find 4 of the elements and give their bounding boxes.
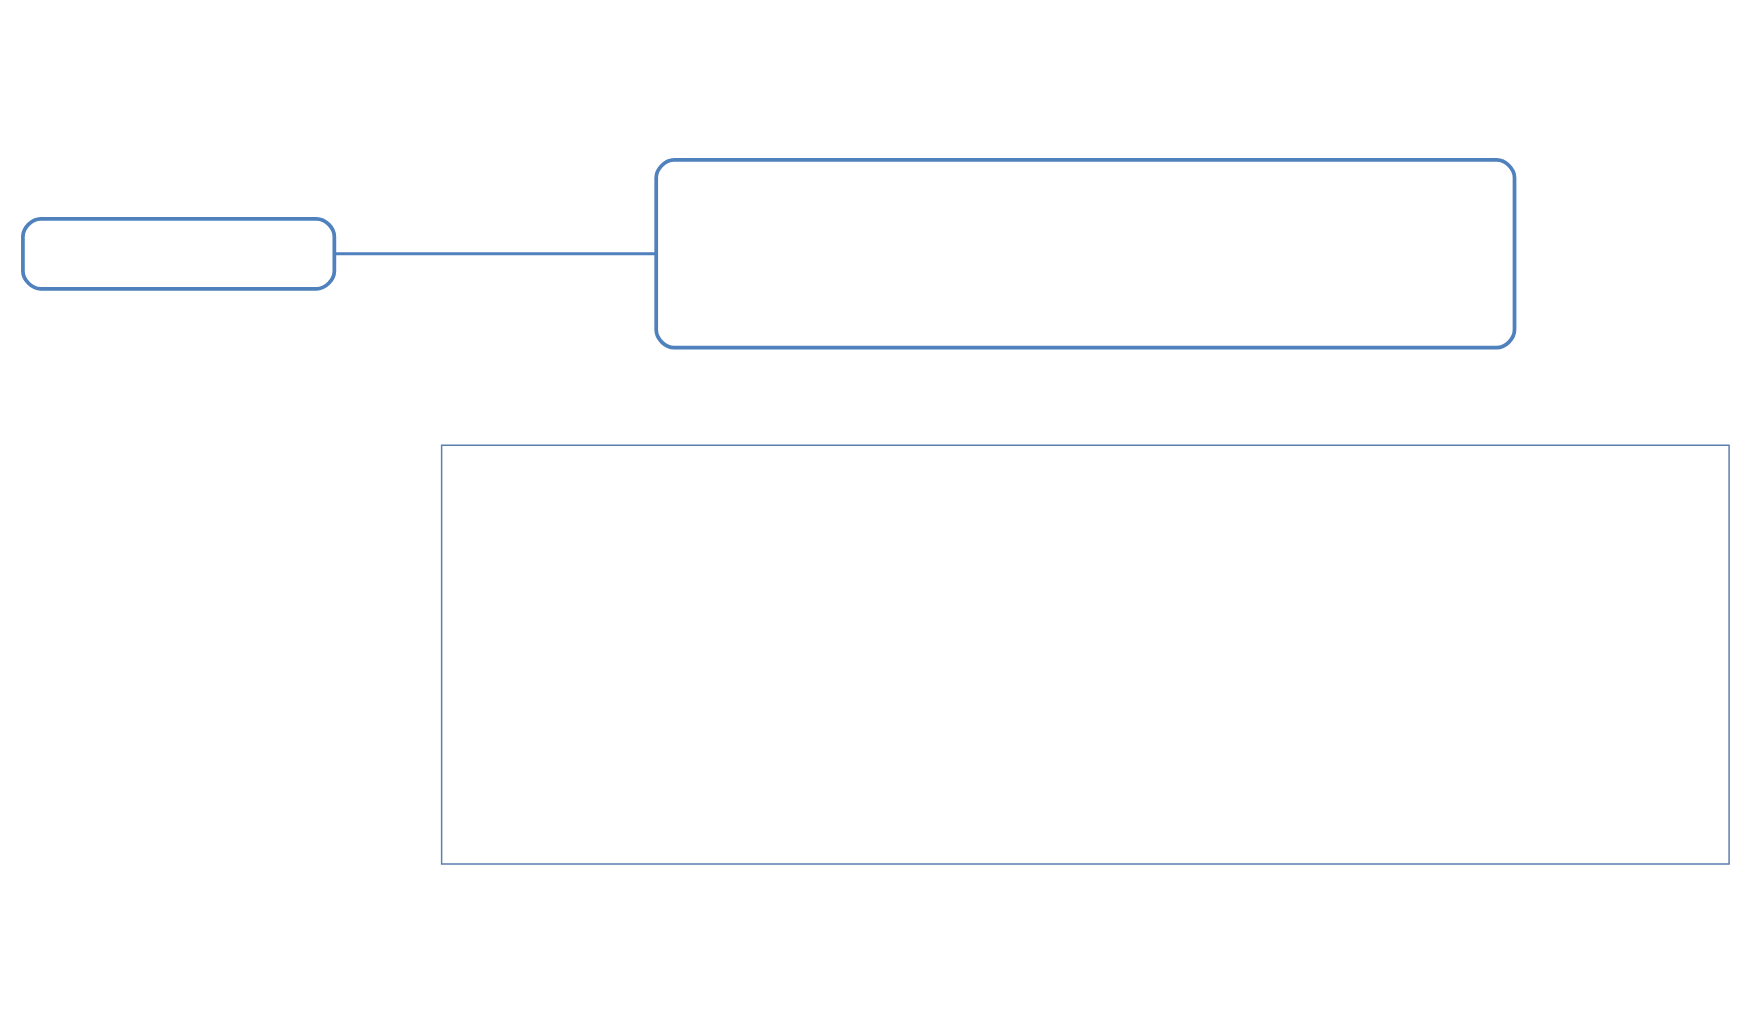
node-box bbox=[440, 443, 1730, 864]
node-box bbox=[21, 215, 337, 290]
connector bbox=[334, 251, 656, 255]
node-box bbox=[654, 157, 1517, 349]
